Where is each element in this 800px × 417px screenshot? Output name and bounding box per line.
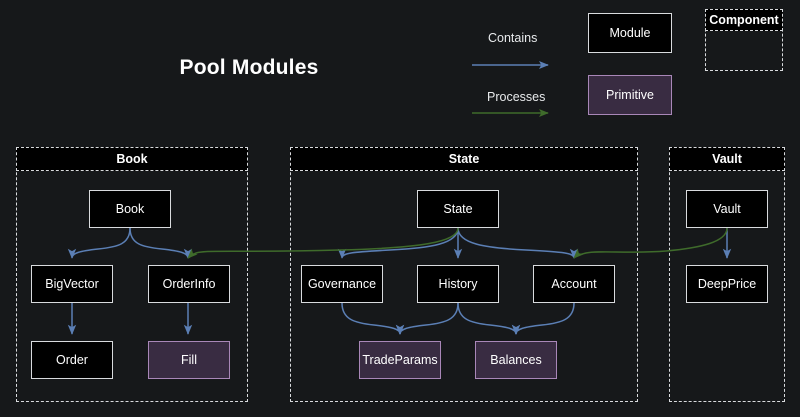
node-book[interactable]: Book [89,190,171,228]
node-state[interactable]: State [417,190,499,228]
node-governance[interactable]: Governance [301,265,383,303]
node-bigvector[interactable]: BigVector [31,265,113,303]
component-vault-header: Vault [669,147,785,171]
node-account[interactable]: Account [533,265,615,303]
page-title: Pool Modules [179,56,319,79]
node-orderinfo[interactable]: OrderInfo [148,265,230,303]
node-history[interactable]: History [417,265,499,303]
node-deepprice[interactable]: DeepPrice [686,265,768,303]
legend-processes-label: Processes [487,90,546,104]
legend-contains-label: Contains [488,31,538,45]
legend-processes-arrow [472,108,549,118]
node-fill[interactable]: Fill [148,341,230,379]
node-vault[interactable]: Vault [686,190,768,228]
legend-primitive-swatch: Primitive [588,75,672,115]
component-state-header: State [290,147,638,171]
legend-module-swatch: Module [588,13,672,53]
legend-contains-arrow [472,60,549,70]
legend-component-label: Component [705,9,783,31]
component-book-header: Book [16,147,248,171]
node-balances[interactable]: Balances [475,341,557,379]
node-order[interactable]: Order [31,341,113,379]
node-tradeparams[interactable]: TradeParams [359,341,441,379]
